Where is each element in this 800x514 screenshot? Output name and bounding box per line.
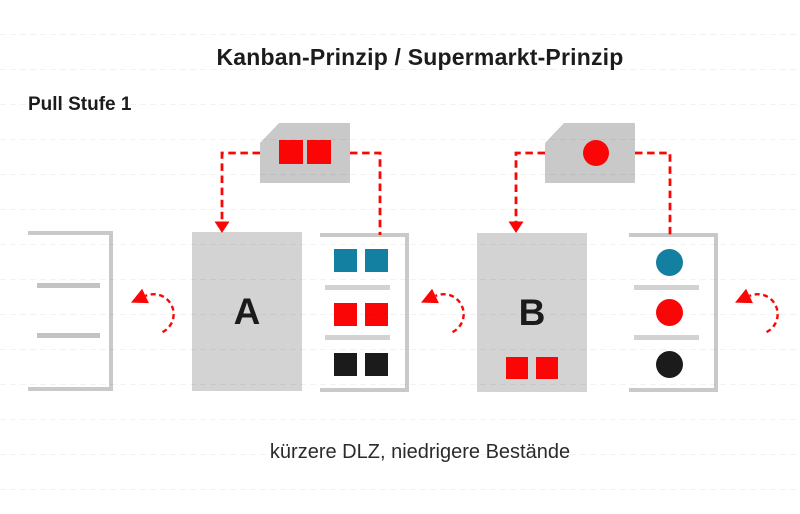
process-B-wip-items: [477, 357, 587, 379]
down-arrowhead-icon: [508, 221, 524, 233]
kanban-card-A: [260, 123, 350, 183]
square-item: [364, 353, 388, 376]
supermarket-A-row-3: [320, 353, 401, 376]
circle-item: [656, 249, 683, 276]
square-item: [307, 140, 331, 164]
supermarket-B-row-3: [629, 351, 710, 378]
kanban-signal-line-to-A: [220, 151, 260, 222]
kanban-card-B: [545, 123, 635, 183]
supermarket-shelf-B: [629, 233, 718, 392]
supermarket-A-row-1: [320, 249, 401, 272]
square-item: [279, 140, 303, 164]
process-box-A: A: [192, 232, 302, 391]
process-A-label: A: [233, 290, 261, 332]
shelf-divider: [325, 335, 390, 340]
supermarket-B-row-2: [629, 299, 710, 326]
replenish-arrow-icon: [131, 288, 175, 334]
square-item: [364, 249, 388, 272]
kanban-card-B-items: [551, 140, 635, 166]
circle-item: [583, 140, 609, 166]
kanban-signal-line-from-supermarket-A: [350, 151, 382, 235]
shelf-divider: [634, 285, 699, 290]
circle-item: [656, 351, 683, 378]
supermarket-B-row-1: [629, 249, 710, 276]
empty-slot-line: [37, 283, 100, 288]
empty-slot-line: [37, 333, 100, 338]
square-item: [333, 249, 357, 272]
kanban-signal-line-to-B: [514, 151, 545, 222]
square-item: [364, 303, 388, 326]
kanban-card-A-items: [260, 140, 350, 164]
empty-source-shelf: [28, 231, 113, 391]
circle-item: [656, 299, 683, 326]
square-item: [536, 357, 558, 379]
bottom-caption: kürzere DLZ, niedrigere Bestände: [269, 441, 571, 463]
supermarket-A-row-2: [320, 303, 401, 326]
process-B-label: B: [518, 291, 546, 333]
square-item: [506, 357, 528, 379]
square-item: [333, 303, 357, 326]
square-item: [333, 353, 357, 376]
replenish-arrow-icon: [421, 288, 465, 334]
replenish-arrow-icon: [735, 288, 779, 334]
pull-stage-label: Pull Stufe 1: [28, 94, 132, 115]
kanban-signal-line-from-supermarket-B: [635, 151, 672, 235]
supermarket-shelf-A: [320, 233, 409, 392]
shelf-divider: [325, 285, 390, 290]
diagram-title: Kanban-Prinzip / Supermarkt-Prinzip: [216, 44, 624, 70]
process-box-B: B: [477, 233, 587, 392]
shelf-divider: [634, 335, 699, 340]
